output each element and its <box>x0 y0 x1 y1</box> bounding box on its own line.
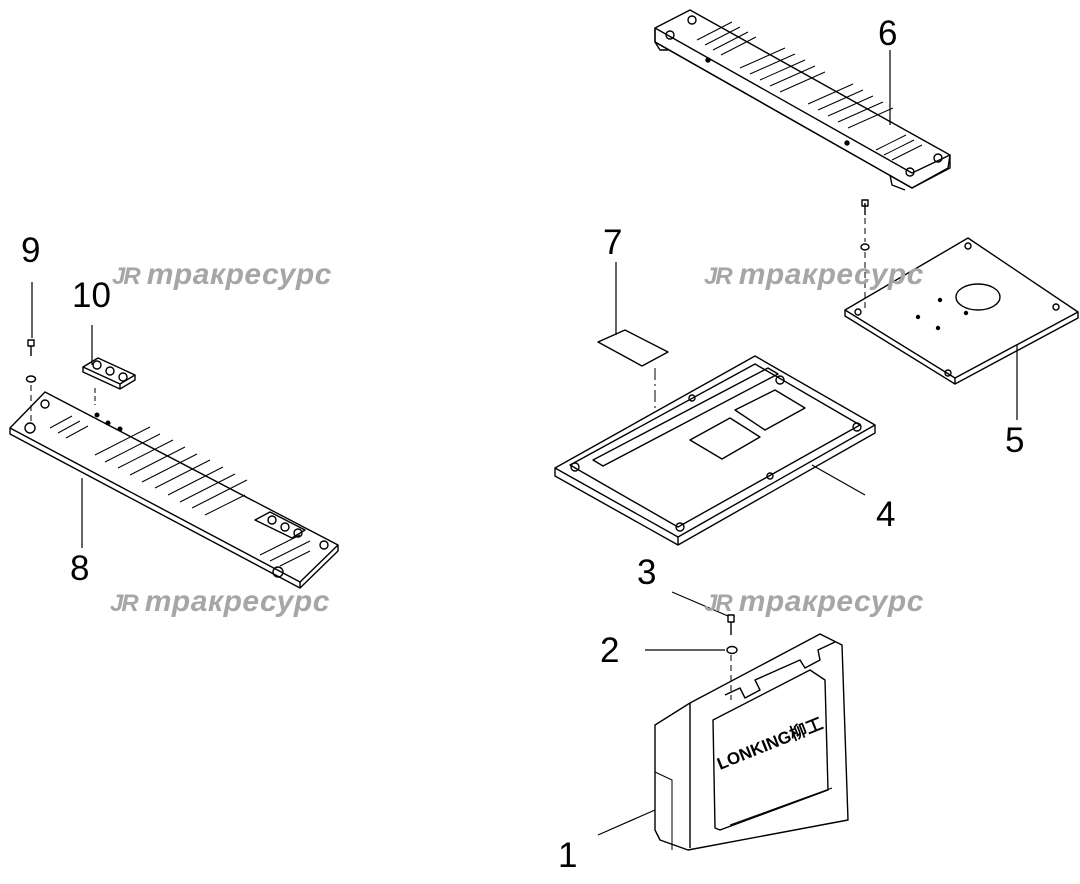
part-10-button-strip <box>82 357 136 405</box>
callout-4: 4 <box>876 495 896 534</box>
watermark-text: тракресурс <box>738 585 924 618</box>
callout-1: 1 <box>558 836 578 875</box>
callout-5: 5 <box>1005 421 1025 460</box>
bolt-washer-5 <box>860 199 870 308</box>
watermark-logo: JR <box>112 263 141 290</box>
leader-lines <box>31 50 1018 836</box>
part-1-cover <box>654 633 849 851</box>
bolt-washer-2-3 <box>726 614 738 700</box>
callout-6: 6 <box>878 14 898 53</box>
callout-7: 7 <box>603 223 623 262</box>
callout-2: 2 <box>600 631 620 670</box>
part-6-vented-plate <box>654 9 951 191</box>
bolt-washer-9 <box>25 339 37 425</box>
watermark-text: тракресурс <box>146 258 332 291</box>
watermark-logo: JR <box>704 590 733 617</box>
callout-8: 8 <box>70 549 90 588</box>
part-4-base-tray <box>554 355 876 546</box>
callout-9: 9 <box>21 231 41 270</box>
watermark-logo: JR <box>704 263 733 290</box>
part-5-mounting-plate <box>844 237 1079 385</box>
watermark-text: тракресурс <box>738 258 924 291</box>
watermark-text: тракресурс <box>144 585 330 618</box>
watermark-logo: JR <box>110 590 139 617</box>
callout-3: 3 <box>637 553 657 592</box>
part-8-keypad-panel <box>9 391 339 589</box>
callout-10: 10 <box>72 276 111 315</box>
